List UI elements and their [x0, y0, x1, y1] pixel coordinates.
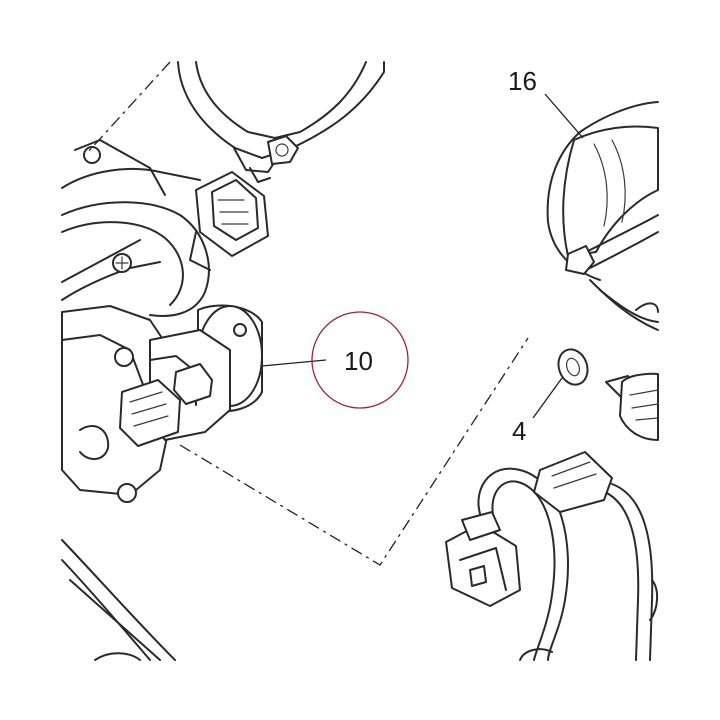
sensor-connector: [189, 171, 269, 271]
highlight-circle: [311, 311, 409, 409]
actuator-motor: [61, 304, 263, 503]
assembly-lines: [87, 61, 529, 566]
pipe-clamp: [177, 61, 385, 183]
callout-part-10: 10: [344, 346, 373, 376]
sensor-bolt: [605, 372, 659, 441]
callout-part-16: 16: [508, 66, 537, 96]
wiring-harness: [445, 451, 658, 661]
housing-edge: [61, 539, 176, 661]
o-ring-washer: [557, 348, 589, 386]
callout-leaders: [261, 93, 584, 419]
throttle-body: [61, 139, 210, 317]
callout-part-4: 4: [512, 416, 526, 446]
hose-assembly: [546, 101, 659, 331]
